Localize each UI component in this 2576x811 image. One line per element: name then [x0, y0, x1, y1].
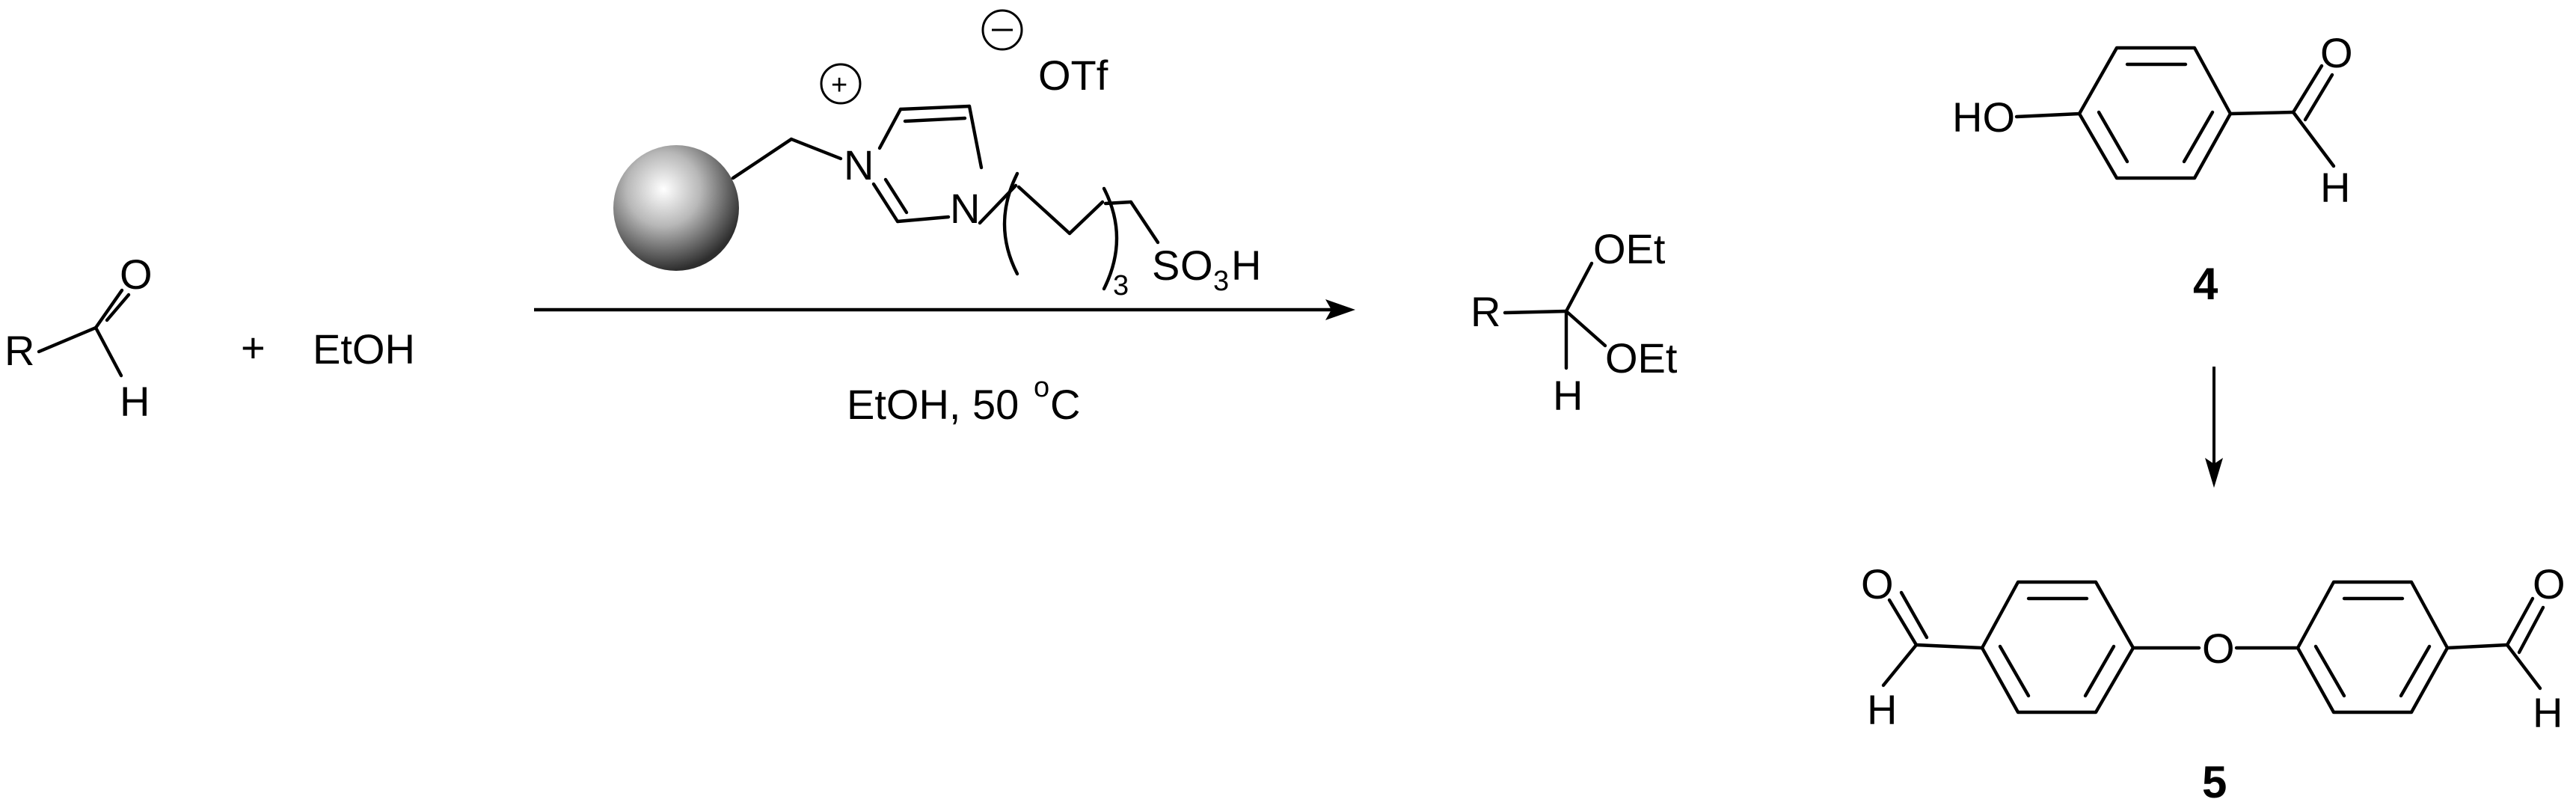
bond — [877, 107, 903, 150]
compound5-bridge-o-label: O — [2202, 625, 2235, 672]
product-h-label: H — [1553, 372, 1583, 419]
bond — [1914, 643, 1984, 650]
compound-5-number: 5 — [2202, 757, 2227, 807]
polymer-bead — [613, 145, 739, 271]
bond — [2505, 643, 2542, 691]
bond — [1881, 643, 1919, 688]
acetal-product: R OEt OEt H — [1471, 225, 1678, 419]
bond — [1887, 598, 1919, 647]
compound-4-number: 4 — [2193, 259, 2218, 309]
sulfur-label: S — [1152, 242, 1180, 289]
reaction-arrow-head — [1325, 299, 1355, 320]
compound5-h-left-label: H — [1867, 686, 1897, 733]
benzene-ring-left — [1980, 580, 2135, 714]
transformation-arrow-head — [2205, 458, 2223, 488]
repeat-count: 3 — [1113, 270, 1129, 302]
bond — [1899, 590, 1929, 640]
imidazolium-n1-label: N — [844, 141, 874, 189]
bond — [2014, 111, 2082, 119]
compound-4-structure: HO O H — [1952, 29, 2353, 211]
reaction-conditions: EtOH, 50 o C — [847, 372, 1080, 428]
bond — [2445, 643, 2509, 650]
product-oet-bottom: OEt — [1605, 334, 1678, 382]
product-oet-top: OEt — [1593, 225, 1666, 272]
compound5-o-right-label: O — [2533, 560, 2566, 608]
bond — [883, 177, 909, 215]
bond — [898, 104, 972, 111]
compound4-h-label: H — [2320, 164, 2350, 211]
benzene-ring-right — [2296, 580, 2450, 714]
bond — [903, 116, 967, 123]
imidazolium-n2-label: N — [950, 185, 980, 232]
bond — [2097, 110, 2129, 164]
aldehyde-o-label: O — [120, 251, 153, 298]
product-r-label: R — [1471, 288, 1500, 335]
bond — [2291, 64, 2324, 114]
bond — [2517, 605, 2545, 655]
bond — [1503, 309, 1568, 315]
bond — [93, 325, 123, 378]
bond — [871, 182, 900, 224]
bond — [105, 293, 131, 322]
transformation-arrow — [2205, 367, 2223, 488]
bond — [2505, 596, 2535, 647]
sulfonic-hydrogen-label: H — [1231, 242, 1261, 289]
bond — [967, 104, 984, 170]
sulfonic-oxygen-label: O — [1180, 242, 1213, 289]
repeat-bracket-right — [1102, 186, 1119, 291]
conditions-unit: C — [1050, 381, 1080, 428]
bond — [1564, 261, 1594, 313]
triflate-counterion-label: OTf — [1038, 52, 1108, 99]
bond — [2399, 644, 2432, 698]
negative-charge-icon — [981, 9, 1023, 51]
bond — [2291, 110, 2336, 168]
compound4-ho-label: HO — [1952, 94, 2015, 141]
bond — [93, 288, 124, 330]
bond — [1564, 309, 1607, 348]
plus-sign: + — [241, 324, 266, 371]
ethanol-label: EtOH — [313, 325, 415, 373]
positive-charge-icon — [820, 63, 862, 105]
bond — [1129, 200, 1160, 245]
repeat-bracket-left — [1002, 171, 1019, 276]
bond — [1998, 644, 2031, 698]
compound5-h-right-label: H — [2533, 689, 2563, 736]
bond — [789, 137, 843, 161]
compound4-o-label: O — [2320, 29, 2353, 76]
bond — [1067, 200, 1105, 236]
positive-charge-sign: + — [831, 70, 847, 101]
conditions-degree: o — [1034, 372, 1049, 403]
bond — [1016, 185, 1072, 236]
bond — [1103, 200, 1133, 206]
bond — [2083, 644, 2116, 698]
bond — [895, 215, 951, 224]
bond — [2303, 73, 2334, 122]
bond — [37, 325, 98, 354]
bond — [2182, 110, 2215, 164]
aldehyde-reactant: R O H — [4, 251, 153, 425]
sulfonic-oxygen-count: 3 — [1213, 266, 1229, 297]
conditions-solvent-temp: EtOH, 50 — [847, 381, 1019, 428]
bond — [731, 137, 794, 180]
reaction-arrow — [534, 299, 1355, 320]
bond — [2228, 110, 2296, 116]
bond — [2313, 644, 2346, 698]
aldehyde-r-label: R — [4, 327, 34, 374]
benzene-ring — [2077, 46, 2233, 180]
catalyst-structure: N + N 3 S O 3 H OTf — [613, 9, 1261, 302]
aldehyde-h-label: H — [120, 378, 150, 425]
compound-5-structure: O H O O H — [1861, 560, 2566, 736]
